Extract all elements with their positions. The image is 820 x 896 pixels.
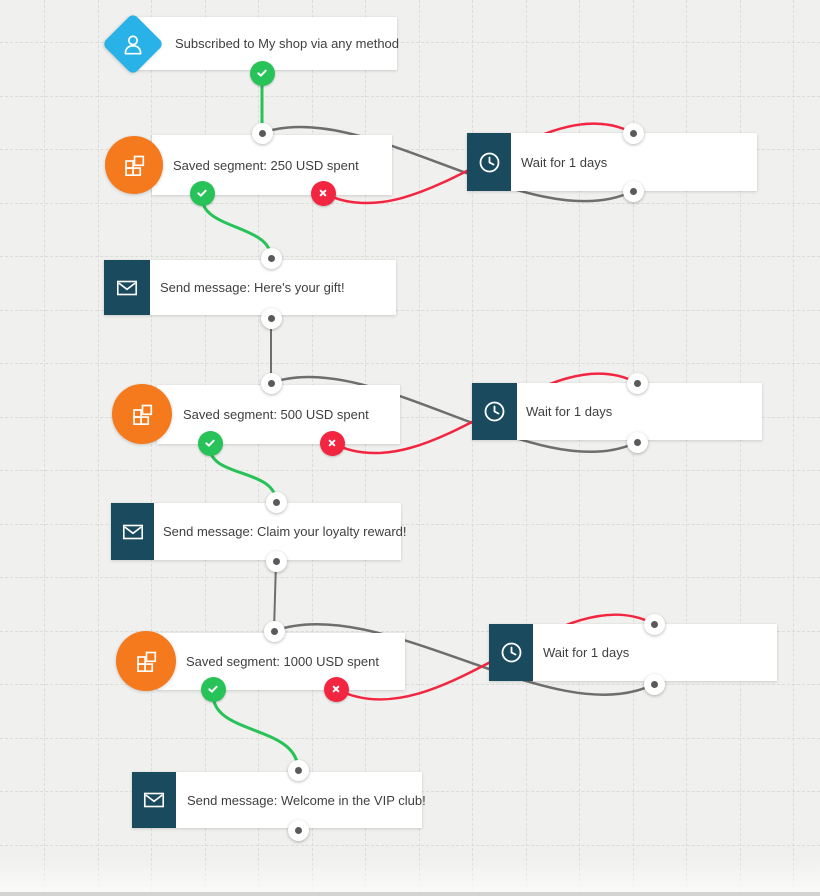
wire-segment-500-yes [208,444,278,504]
node-icon-block [132,772,176,828]
no-badge-segment-250[interactable] [310,180,336,206]
node-label: Send message: Claim your loyalty reward! [163,524,407,539]
trigger-shape[interactable] [101,12,165,76]
connector-dot-wait-3-input[interactable] [643,613,665,635]
connector-dot-message-2-input[interactable] [265,491,287,513]
yes-badge-segment-1000[interactable] [200,676,226,702]
wire-segment-1000-yes [211,690,300,772]
connector-dot-wait-2-output[interactable] [626,431,648,453]
x-icon [328,439,336,447]
clock-icon [479,152,499,172]
node-label: Wait for 1 days [521,154,608,170]
segment-shape[interactable] [116,631,176,691]
node-label: Subscribed to My shop via any method [175,36,400,51]
node-wait-1[interactable]: Wait for 1 days [467,133,757,191]
connector-dot-wait-1-input[interactable] [622,122,644,144]
segment-shape[interactable] [105,136,163,194]
wire-wait-2-loop [269,375,639,454]
connector-dot-segment-250-input[interactable] [251,122,273,144]
yes-badge-trigger[interactable] [249,60,275,86]
node-label: Saved segment: 500 USD spent [183,407,369,422]
clock-icon [484,401,505,422]
check-icon [205,439,215,447]
node-message-1[interactable]: Send message: Here's your gift! [104,260,396,315]
node-segment-500[interactable]: Saved segment: 500 USD spent [157,385,400,444]
yes-badge-segment-250[interactable] [189,180,215,206]
connector-dot-message-2-output[interactable] [265,550,287,572]
segments-icon [136,651,156,672]
wire-segment-250-yes [200,194,273,260]
yes-badge-segment-500[interactable] [197,430,223,456]
check-icon [257,69,267,77]
node-icon-block [489,624,533,681]
node-label: Saved segment: 250 USD spent [173,157,359,173]
segments-icon [132,404,152,425]
node-icon-block [111,503,154,560]
connector-dot-message-3-output[interactable] [287,819,309,841]
connector-dot-wait-3-output[interactable] [643,673,665,695]
node-icon-block [472,383,517,440]
connector-dot-message-1-input[interactable] [260,247,282,269]
connector-dot-segment-500-input[interactable] [260,372,282,394]
x-icon [332,685,340,693]
envelope-icon [116,280,138,295]
check-icon [197,189,207,197]
no-badge-segment-500[interactable] [319,430,345,456]
check-icon [208,685,218,693]
user-icon [124,34,142,54]
connector-dot-message-3-input[interactable] [287,759,309,781]
canvas-bottom-edge [0,892,820,896]
node-segment-1000[interactable]: Saved segment: 1000 USD spent [158,633,405,690]
node-message-2[interactable]: Send message: Claim your loyalty reward! [111,503,407,560]
connector-dot-wait-1-output[interactable] [622,180,644,202]
envelope-icon [143,792,165,808]
connector-dot-segment-1000-input[interactable] [263,620,285,642]
node-wait-2[interactable]: Wait for 1 days [472,383,762,440]
connector-dot-message-1-output[interactable] [260,307,282,329]
connector-dot-wait-2-input[interactable] [626,372,648,394]
node-label: Send message: Here's your gift! [160,280,345,295]
wire-wait-1-loop [260,125,635,203]
node-icon-block [104,260,150,315]
node-label: Send message: Welcome in the VIP club! [187,792,426,808]
node-message-3[interactable]: Send message: Welcome in the VIP club! [132,772,426,828]
segment-shape[interactable] [112,384,172,444]
node-segment-250[interactable]: Saved segment: 250 USD spent [152,135,392,195]
node-icon-block [467,133,511,191]
node-label: Wait for 1 days [526,404,613,419]
envelope-icon [122,524,143,539]
no-badge-segment-1000[interactable] [323,676,349,702]
node-wait-3[interactable]: Wait for 1 days [489,624,777,681]
clock-icon [501,642,521,663]
node-label: Wait for 1 days [543,645,630,660]
wire-message-2-next [273,560,277,632]
x-icon [319,189,327,197]
wire-wait-3-loop [272,622,656,696]
node-label: Saved segment: 1000 USD spent [186,654,379,669]
segments-icon [124,155,144,176]
